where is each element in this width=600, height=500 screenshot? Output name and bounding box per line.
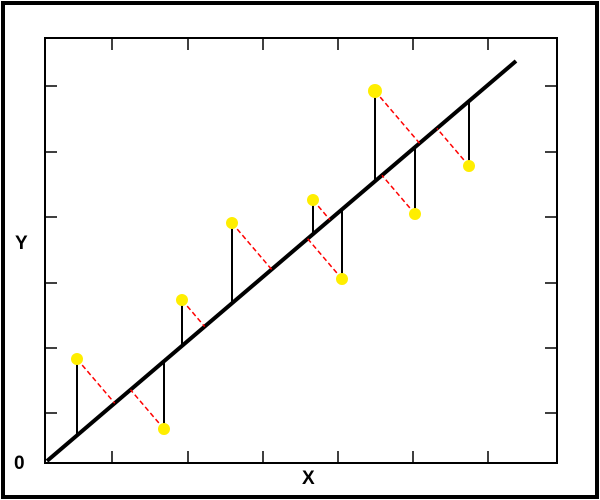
data-point — [368, 84, 382, 98]
perpendicular-residual — [129, 389, 165, 430]
data-points — [71, 84, 475, 435]
perpendicular-residual — [181, 299, 206, 328]
regression-line — [45, 59, 518, 463]
perpendicular-residual — [374, 90, 421, 144]
data-point — [71, 353, 83, 365]
plot-area-border — [44, 37, 558, 464]
data-point — [307, 194, 319, 206]
perpendicular-residual — [76, 358, 116, 404]
perpendicular-residual — [307, 238, 343, 280]
perpendicular-residual — [231, 222, 273, 270]
perpendicular-residual — [436, 127, 470, 167]
data-point — [409, 208, 421, 220]
data-point — [336, 273, 348, 285]
x-axis-label: X — [302, 468, 315, 489]
perpendicular-residual — [381, 174, 416, 215]
residual-segments — [76, 90, 470, 436]
data-point — [226, 217, 238, 229]
data-point — [158, 423, 170, 435]
data-point — [463, 160, 475, 172]
axis-ticks — [45, 38, 557, 463]
origin-label: 0 — [14, 453, 25, 474]
y-axis-label: Y — [15, 233, 28, 254]
data-point — [176, 294, 188, 306]
